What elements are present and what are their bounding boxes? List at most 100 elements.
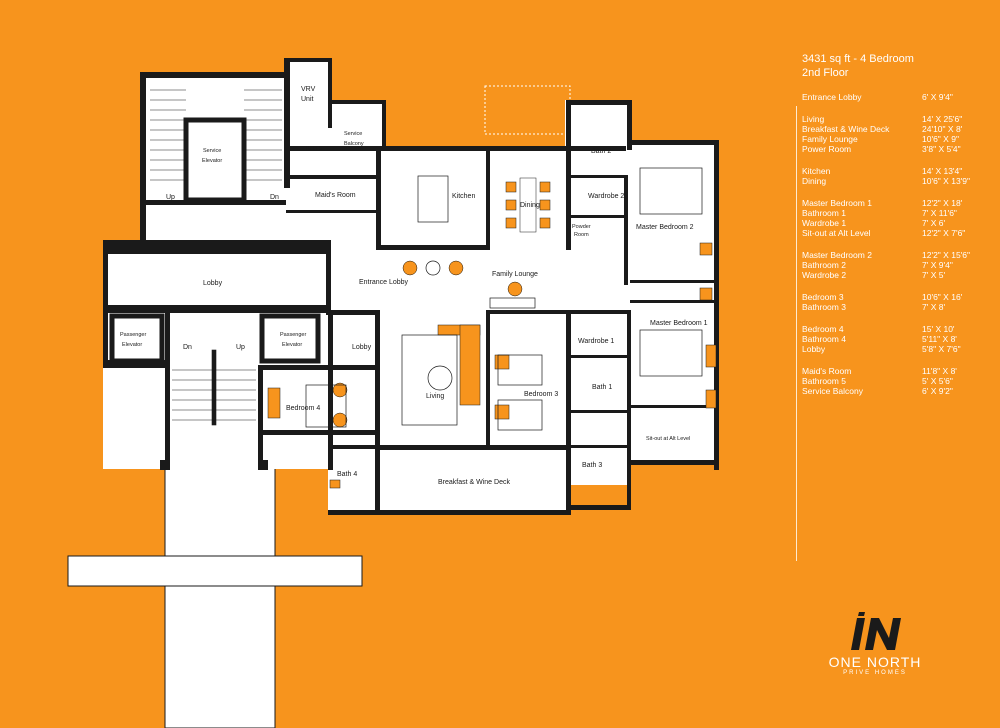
bath4-label: Bath 4 bbox=[337, 471, 357, 478]
brand-block: ONE NORTH PRIVE HOMES bbox=[820, 610, 930, 676]
area-legend: 3431 sq ft - 4 Bedroom 2nd Floor Entranc… bbox=[796, 52, 992, 561]
room-name: Lobby bbox=[802, 344, 826, 354]
room-name: Sit-out at Alt Level bbox=[802, 228, 871, 238]
bedroom4-label: Bedroom 4 bbox=[286, 405, 320, 412]
room-name: Bathroom 1 bbox=[802, 208, 846, 218]
furniture bbox=[267, 177, 717, 489]
legend-row: Bedroom 3 10'6" X 16' bbox=[802, 292, 992, 302]
legend-row: Maid's Room 11'8" X 8' bbox=[802, 366, 992, 376]
room-name: Maid's Room bbox=[802, 366, 852, 376]
legend-group: Bedroom 3 10'6" X 16' Bathroom 3 7' X 8' bbox=[802, 292, 992, 312]
room-name: Service Balcony bbox=[802, 386, 863, 396]
room-size: 7' X 5' bbox=[922, 270, 946, 280]
floor-fill bbox=[103, 58, 718, 515]
room-size: 3'8" X 5'4" bbox=[922, 144, 961, 154]
room-size: 10'6" X 16' bbox=[922, 292, 963, 302]
room-size: 15' X 10' bbox=[922, 324, 955, 334]
legend-row: Sit-out at Alt Level 12'2" X 7'6" bbox=[802, 228, 992, 238]
powder-room-label-1: Powder bbox=[572, 224, 591, 230]
wardrobe2-label: Wardrobe 2 bbox=[588, 193, 624, 200]
vrv-unit-label: Unit bbox=[301, 96, 314, 103]
bath5-label: Bath 5 bbox=[306, 146, 322, 152]
legend-row: Wardrobe 2 7' X 5' bbox=[802, 270, 992, 280]
room-size: 11'8" X 8' bbox=[922, 366, 957, 376]
powder-room-label-2: Room bbox=[574, 232, 589, 238]
bedroom3-label: Bedroom 3 bbox=[524, 391, 558, 398]
room-size: 6' X 9'4" bbox=[922, 92, 953, 102]
maids-room-label: Maid's Room bbox=[315, 192, 356, 199]
family-lounge-label: Family Lounge bbox=[492, 271, 538, 278]
room-size: 7' X 8' bbox=[922, 302, 946, 312]
room-name: Bedroom 3 bbox=[802, 292, 844, 302]
floor-plan: VRV Unit Service Balcony Service Elevato… bbox=[67, 58, 719, 728]
room-size: 7' X 11'6" bbox=[922, 208, 957, 218]
room-size: 12'2" X 18' bbox=[922, 198, 963, 208]
room-size: 10'6" X 9" bbox=[922, 134, 959, 144]
living-label: Living bbox=[426, 393, 444, 400]
room-name: Master Bedroom 1 bbox=[802, 198, 872, 208]
room-name: Wardrobe 1 bbox=[802, 218, 847, 228]
room-name: Bedroom 4 bbox=[802, 324, 844, 334]
master-bedroom2-label: Master Bedroom 2 bbox=[636, 224, 694, 231]
legend-row: Lobby 5'8" X 7'6" bbox=[802, 344, 992, 354]
room-name: Living bbox=[802, 114, 825, 124]
room-size: 10'6" X 13'9" bbox=[922, 176, 971, 186]
passenger-elevator2-label-2: Elevator bbox=[282, 342, 302, 348]
legend-row: Bathroom 2 7' X 9'4" bbox=[802, 260, 992, 270]
master-bedroom1-label: Master Bedroom 1 bbox=[650, 320, 708, 327]
room-name: Wardrobe 2 bbox=[802, 270, 847, 280]
lobby-left-label: Lobby bbox=[203, 280, 223, 287]
kitchen-label: Kitchen bbox=[452, 193, 475, 200]
walkway-crossbar bbox=[67, 555, 363, 587]
up-left-label: Up bbox=[166, 194, 175, 201]
room-size: 7' X 6' bbox=[922, 218, 946, 228]
service-elevator-label-2: Elevator bbox=[202, 158, 222, 164]
bath3-label: Bath 3 bbox=[582, 462, 602, 469]
dn-left-label: Dn bbox=[270, 194, 279, 201]
room-size: 5'8" X 7'6" bbox=[922, 344, 961, 354]
brand-name: ONE NORTH bbox=[828, 654, 922, 670]
entrance-lobby-label: Entrance Lobby bbox=[359, 279, 409, 286]
legend-row: Master Bedroom 2 12'2" X 15'6" bbox=[802, 250, 992, 260]
legend-row: Bathroom 3 7' X 8' bbox=[802, 302, 992, 312]
plan-title: 3431 sq ft - 4 Bedroom bbox=[802, 53, 914, 65]
brand-tagline: PRIVE HOMES bbox=[843, 670, 907, 676]
legend-row: Bedroom 4 15' X 10' bbox=[802, 324, 992, 334]
room-size: 5' X 5'6" bbox=[922, 376, 953, 386]
room-size: 12'2" X 15'6" bbox=[922, 250, 971, 260]
dining-label: Dining bbox=[520, 202, 540, 209]
wardrobe1-label: Wardrobe 1 bbox=[578, 338, 614, 345]
sitout-label: Sit-out at Alt Level bbox=[646, 436, 690, 442]
stairs bbox=[150, 89, 282, 426]
room-size: 12'2" X 7'6" bbox=[922, 228, 966, 238]
room-name: Bathroom 4 bbox=[802, 334, 846, 344]
room-name: Bathroom 2 bbox=[802, 260, 846, 270]
room-size: 14' X 25'6" bbox=[922, 114, 963, 124]
room-size: 14' X 13'4" bbox=[922, 166, 963, 176]
room-name: Master Bedroom 2 bbox=[802, 250, 872, 260]
room-labels: VRV Unit Service Balcony Service Elevato… bbox=[120, 86, 708, 486]
passenger-elevator1-label-1: Passenger bbox=[120, 332, 146, 338]
service-elevator-label-1: Service bbox=[203, 148, 221, 154]
legend-row: Family Lounge 10'6" X 9" bbox=[802, 134, 992, 144]
room-name: Bathroom 3 bbox=[802, 302, 846, 312]
furniture-outline bbox=[305, 167, 703, 431]
bath1-label: Bath 1 bbox=[592, 384, 612, 391]
breakfast-deck-label: Breakfast & Wine Deck bbox=[438, 479, 510, 486]
room-size: 5'11" X 8' bbox=[922, 334, 957, 344]
room-size: 24'10" X 8' bbox=[922, 124, 963, 134]
room-name: Family Lounge bbox=[802, 134, 858, 144]
legend-divider bbox=[796, 106, 797, 561]
room-size: 7' X 9'4" bbox=[922, 260, 953, 270]
passenger-elevator2-label-1: Passenger bbox=[280, 332, 306, 338]
